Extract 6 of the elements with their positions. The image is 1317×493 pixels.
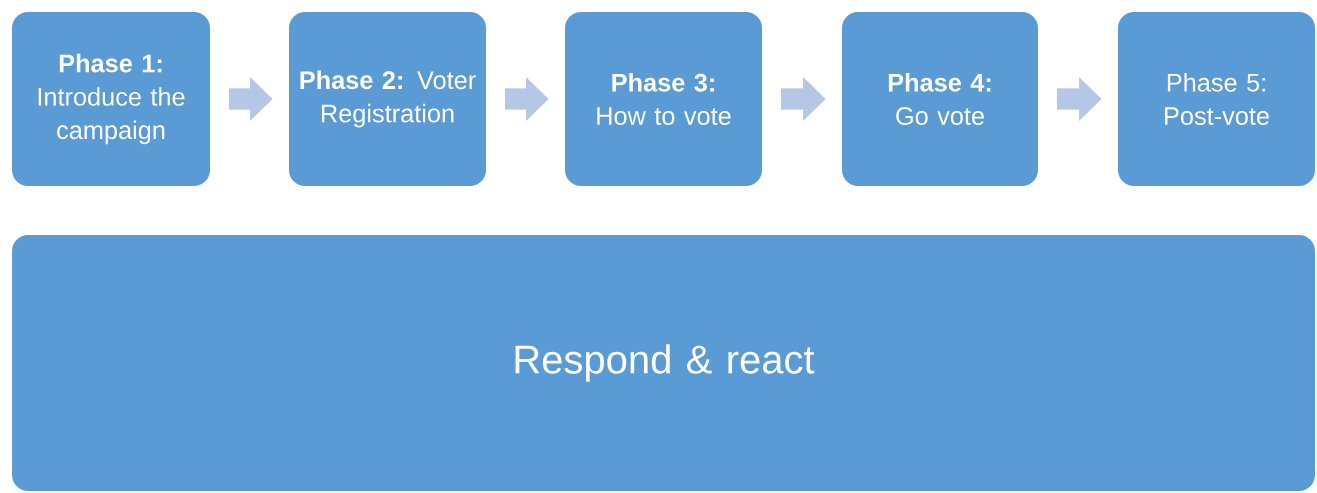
process-box: Phase 4: Go vote [842,12,1038,186]
process-box: Phase 2: Voter Registration [288,12,487,186]
process-box: Respond & react [12,235,1315,491]
process-box: Phase 5: Post-vote [1118,12,1316,186]
process-box: Phase 1: Introduce the campaign [12,12,210,186]
process-box: Phase 3: How to vote [565,12,763,186]
